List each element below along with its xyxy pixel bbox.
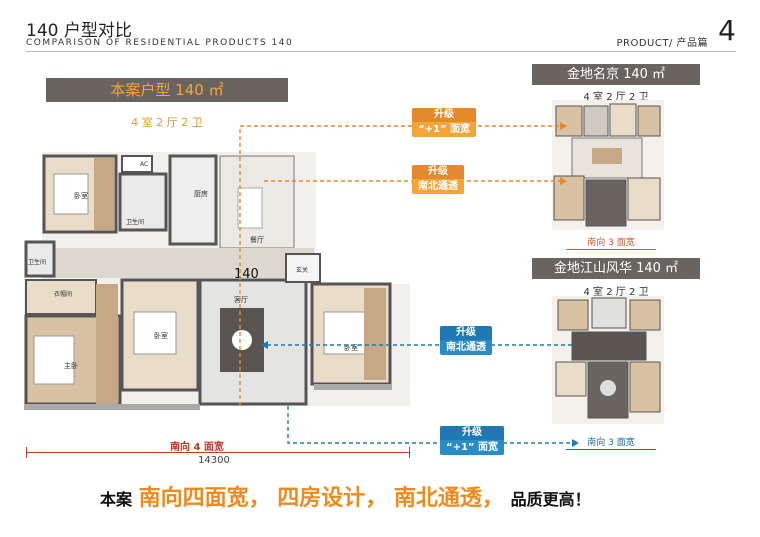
room-label-bedroom-m: 卧室 bbox=[154, 331, 168, 340]
room-label-bath2: 卫生间 bbox=[28, 258, 46, 266]
main-floor-plan: 卧室 AC 卫生间 厨房 餐厅 卫生间 衣帽间 主卧 卧室 客厅 玄关 卧室 1… bbox=[24, 152, 410, 410]
upgrade-tag-width-title: 升级 bbox=[412, 108, 476, 122]
area-mark: 140 bbox=[234, 267, 259, 282]
width-dimension-label: 南向 4 面宽 bbox=[170, 442, 224, 453]
room-label-kitchen: 厨房 bbox=[194, 189, 208, 198]
room-label-bedroom-r: 卧室 bbox=[344, 343, 358, 352]
upgrade-tag-width-2-text: “+1” 面宽 bbox=[440, 440, 504, 455]
room-label-dining: 餐厅 bbox=[250, 235, 264, 244]
room-label-bedroom-tl: 卧室 bbox=[74, 191, 88, 200]
upgrade-tag-width-text: “+1” 面宽 bbox=[412, 122, 476, 137]
compare-1-floor-plan bbox=[552, 100, 664, 230]
compare-2-caption: 南向 3 面宽 bbox=[566, 436, 656, 450]
upgrade-tag-width: 升级 “+1” 面宽 bbox=[412, 108, 476, 137]
compare-2-label: 金地江山风华 140 ㎡ bbox=[532, 258, 700, 279]
page-subtitle: COMPARISON OF RESIDENTIAL PRODUCTS 140 bbox=[26, 38, 294, 48]
section-label: PRODUCT/ 产品篇 bbox=[616, 38, 708, 49]
width-dimension-line bbox=[26, 452, 410, 453]
room-label-entry: 玄关 bbox=[296, 266, 308, 274]
room-label-closet: 衣帽间 bbox=[54, 290, 72, 298]
upgrade-tag-ns: 升级 南北通透 bbox=[412, 165, 464, 194]
page-number: 4 bbox=[718, 14, 736, 47]
width-dimension-tick-right bbox=[409, 447, 410, 458]
compare-2-floor-plan bbox=[552, 296, 664, 424]
slogan: 本案 南向四面宽， 四房设计， 南北通透， 品质更高！ bbox=[100, 480, 591, 512]
compare-1-label: 金地名京 140 ㎡ bbox=[532, 64, 700, 85]
compare-1-caption: 南向 3 面宽 bbox=[566, 236, 656, 250]
main-plan-label: 本案户型 140 ㎡ bbox=[46, 78, 288, 102]
upgrade-tag-ns-text: 南北通透 bbox=[412, 179, 464, 194]
room-label-bath: 卫生间 bbox=[126, 218, 144, 226]
upgrade-tag-ns-2-text: 南北通透 bbox=[440, 340, 492, 355]
upgrade-tag-ns-2: 升级 南北通透 bbox=[440, 326, 492, 355]
compare-1-layout: 4 室 2 厅 2 卫 bbox=[583, 92, 649, 103]
slogan-part-3: 南北通透， bbox=[393, 486, 504, 511]
upgrade-tag-width-2-title: 升级 bbox=[440, 426, 504, 440]
slogan-tail: 品质更高！ bbox=[510, 490, 591, 509]
room-label-ac: AC bbox=[140, 161, 148, 168]
width-dimension-value: 14300 bbox=[198, 455, 230, 466]
width-dimension-tick-left bbox=[26, 447, 27, 458]
slogan-lead: 本案 bbox=[100, 490, 133, 509]
slogan-part-1: 南向四面宽， bbox=[138, 486, 271, 511]
room-label-master: 主卧 bbox=[64, 361, 78, 370]
page-title: 140 户型对比 bbox=[26, 21, 132, 41]
header-divider bbox=[26, 51, 736, 52]
main-plan-layout: 4 室 2 厅 2 卫 bbox=[131, 116, 203, 129]
slogan-part-2: 四房设计， bbox=[277, 486, 388, 511]
upgrade-tag-width-2: 升级 “+1” 面宽 bbox=[440, 426, 504, 455]
upgrade-tag-ns-2-title: 升级 bbox=[440, 326, 492, 340]
upgrade-tag-ns-title: 升级 bbox=[412, 165, 464, 179]
room-label-living: 客厅 bbox=[234, 295, 248, 304]
compare-2-layout: 4 室 2 厅 2 卫 bbox=[583, 287, 649, 298]
